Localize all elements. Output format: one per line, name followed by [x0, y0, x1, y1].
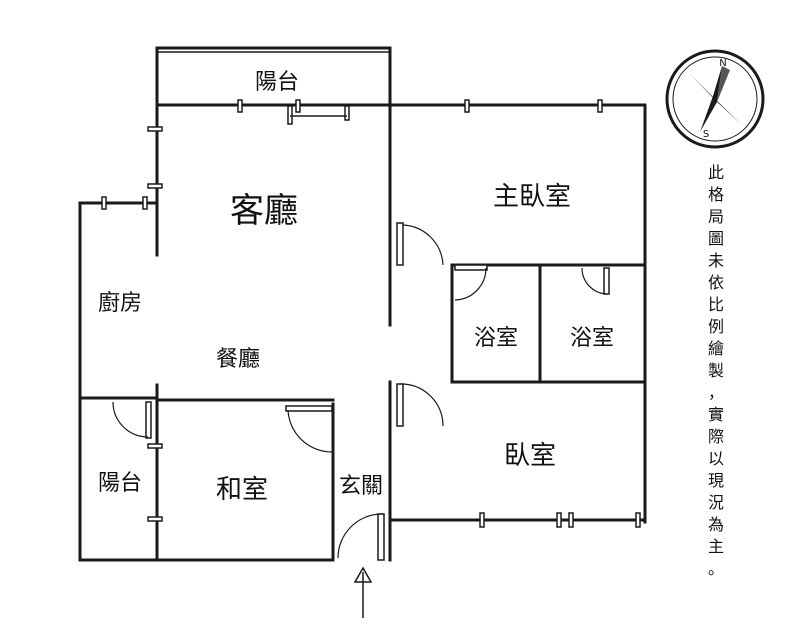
- label-bathroom-right: 浴室: [570, 326, 614, 351]
- note-char: 以: [708, 449, 724, 468]
- note-char: 為: [708, 515, 724, 534]
- note-char: 格: [708, 185, 724, 204]
- note-char: 此: [708, 163, 724, 182]
- note-char: 局: [708, 207, 724, 226]
- label-bedroom: 臥室: [504, 441, 556, 471]
- compass-icon: N S: [665, 49, 765, 149]
- doors: [112, 222, 610, 618]
- compass-north-label: N: [719, 58, 726, 69]
- note-char: 繪: [708, 339, 724, 358]
- note-char: 依: [708, 273, 724, 292]
- note-char: ，: [708, 383, 724, 402]
- scale-disclaimer-note: 此 格 局 圖 未 依 比 例 繪 製 ， 實 際 以 現 況 為 主 。: [708, 163, 724, 578]
- label-bathroom-left: 浴室: [474, 326, 518, 351]
- label-balcony-top: 陽台: [255, 70, 299, 95]
- note-char: 況: [708, 493, 724, 512]
- label-entrance: 玄關: [339, 474, 383, 499]
- label-living-room: 客廳: [230, 191, 298, 231]
- compass-south-label: S: [703, 129, 709, 140]
- window-marks: [101, 99, 641, 528]
- note-char: 製: [708, 361, 724, 380]
- note-char: 例: [708, 317, 724, 336]
- note-char: 現: [708, 471, 724, 490]
- label-kitchen: 廚房: [98, 291, 142, 316]
- note-char: 主: [708, 537, 724, 556]
- note-char: 。: [708, 559, 724, 578]
- label-master-bedroom: 主臥室: [493, 182, 571, 212]
- note-char: 圖: [708, 229, 724, 248]
- room-labels: 陽台 客廳 主臥室 廚房 餐廳 浴室 浴室 陽台 和室 玄關 臥室: [98, 70, 614, 505]
- note-char: 未: [708, 251, 724, 270]
- note-char: 際: [708, 427, 724, 446]
- note-char: 比: [708, 295, 724, 314]
- note-char: 實: [708, 405, 724, 424]
- label-dining-room: 餐廳: [216, 347, 260, 372]
- label-tatami-room: 和室: [216, 475, 268, 505]
- label-balcony-left: 陽台: [98, 471, 142, 496]
